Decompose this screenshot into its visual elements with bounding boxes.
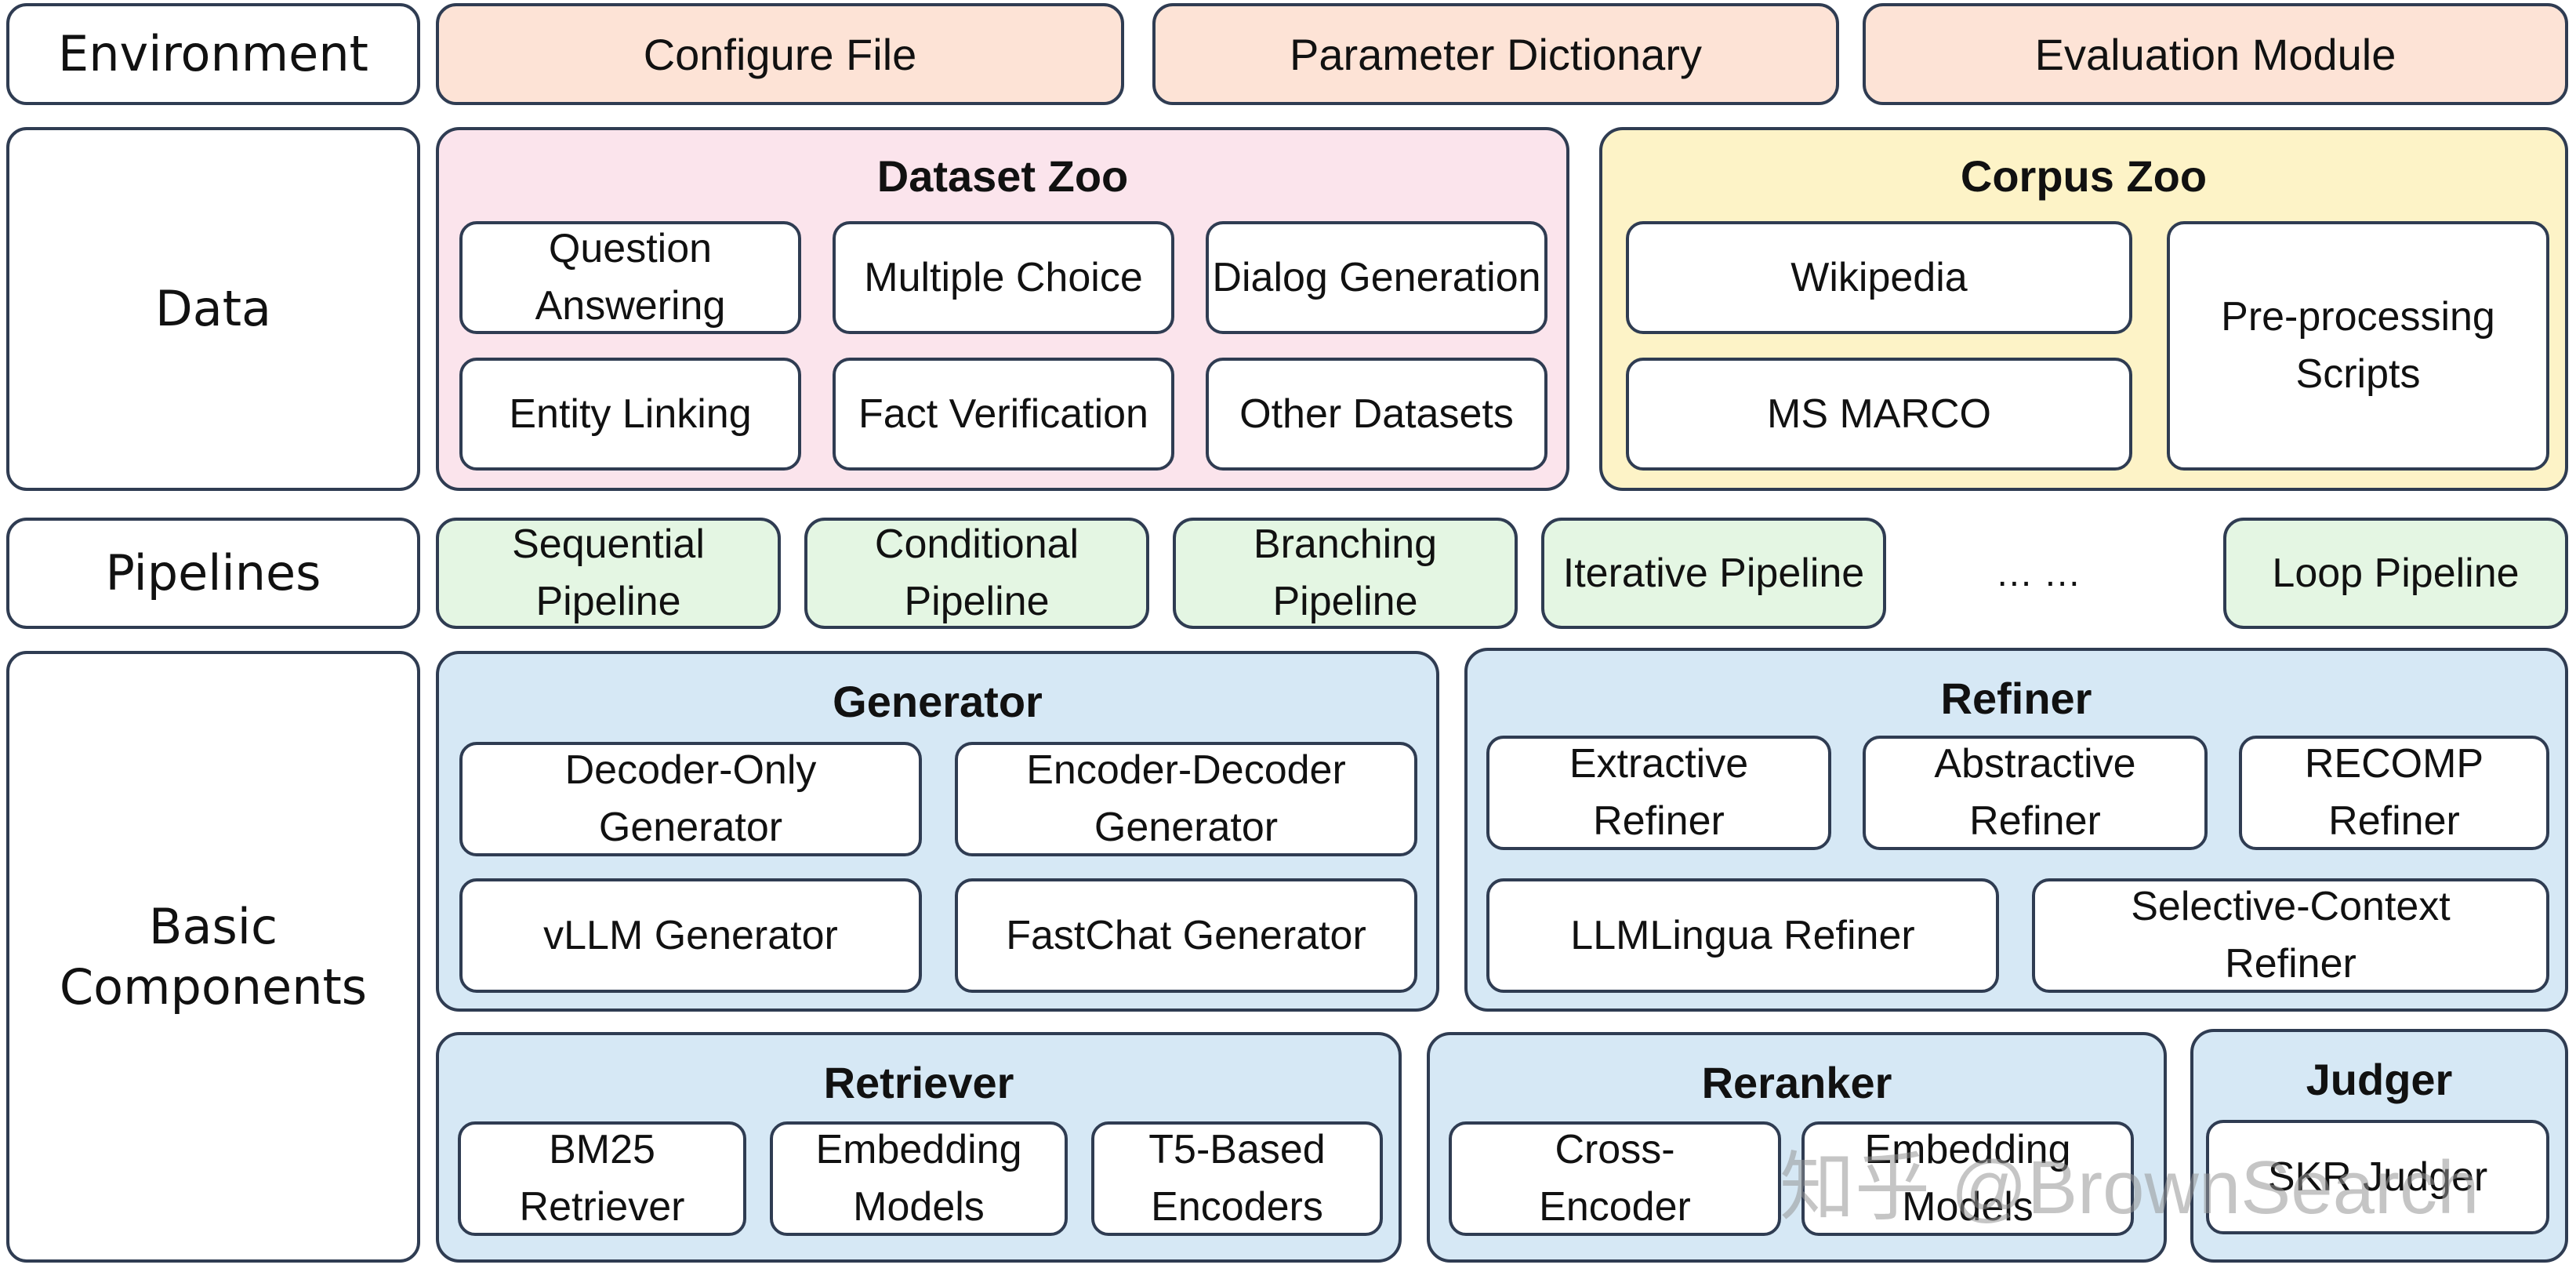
retriever-panel: Retriever BM25 Retriever Embedding Model…	[436, 1032, 1402, 1263]
retriever-t5-encoders: T5-Based Encoders	[1091, 1121, 1383, 1236]
refiner-panel: Refiner Extractive Refiner Abstractive R…	[1464, 648, 2568, 1012]
pipeline-iterative: Iterative Pipeline	[1541, 518, 1886, 629]
reranker-cross-encoder: Cross-Encoder	[1449, 1121, 1781, 1236]
pipeline-ellipsis: … …	[1995, 552, 2081, 594]
reranker-panel: Reranker Cross-Encoder Embedding Models	[1427, 1032, 2167, 1263]
evaluation-module-box: Evaluation Module	[1863, 3, 2568, 105]
judger-skr: SKR Judger	[2206, 1120, 2549, 1234]
dataset-fact-verification: Fact Verification	[833, 358, 1174, 471]
pipeline-sequential: Sequential Pipeline	[436, 518, 781, 629]
corpus-zoo-panel: Corpus Zoo Wikipedia MS MARCO Pre-proces…	[1599, 127, 2568, 491]
refiner-llmlingua: LLMLingua Refiner	[1486, 878, 1999, 993]
refiner-abstractive: Abstractive Refiner	[1863, 736, 2208, 850]
corpus-wikipedia: Wikipedia	[1626, 221, 2132, 334]
judger-panel: Judger SKR Judger	[2190, 1029, 2568, 1263]
retriever-title: Retriever	[823, 1058, 1014, 1107]
pipeline-conditional: Conditional Pipeline	[804, 518, 1149, 629]
pipeline-branching: Branching Pipeline	[1173, 518, 1518, 629]
refiner-selective-context: Selective-Context Refiner	[2032, 878, 2549, 993]
dataset-other-datasets: Other Datasets	[1206, 358, 1547, 471]
refiner-extractive: Extractive Refiner	[1486, 736, 1831, 850]
row-label-environment: Environment	[6, 3, 420, 105]
row-label-data: Data	[6, 127, 420, 491]
refiner-recomp: RECOMP Refiner	[2239, 736, 2549, 850]
corpus-ms-marco: MS MARCO	[1626, 358, 2132, 471]
dataset-zoo-title: Dataset Zoo	[876, 151, 1129, 201]
dataset-dialog-generation: Dialog Generation	[1206, 221, 1547, 334]
generator-fastchat: FastChat Generator	[955, 878, 1417, 993]
generator-panel: Generator Decoder-Only Generator Encoder…	[436, 651, 1439, 1012]
parameter-dictionary-box: Parameter Dictionary	[1152, 3, 1839, 105]
pipeline-loop: Loop Pipeline	[2223, 518, 2568, 629]
retriever-bm25: BM25 Retriever	[458, 1121, 746, 1236]
corpus-zoo-title: Corpus Zoo	[1960, 151, 2208, 201]
configure-file-box: Configure File	[436, 3, 1124, 105]
generator-decoder-only: Decoder-Only Generator	[459, 742, 922, 856]
dataset-question-answering: Question Answering	[459, 221, 801, 334]
dataset-zoo-panel: Dataset Zoo Question Answering Multiple …	[436, 127, 1569, 491]
refiner-title: Refiner	[1940, 674, 2092, 723]
judger-title: Judger	[2306, 1055, 2453, 1104]
reranker-embedding-models: Embedding Models	[1801, 1121, 2134, 1236]
reranker-title: Reranker	[1701, 1058, 1892, 1107]
dataset-multiple-choice: Multiple Choice	[833, 221, 1174, 334]
row-label-pipelines: Pipelines	[6, 518, 420, 629]
generator-vllm: vLLM Generator	[459, 878, 922, 993]
corpus-preprocessing-scripts: Pre-processing Scripts	[2167, 221, 2549, 471]
retriever-embedding-models: Embedding Models	[770, 1121, 1068, 1236]
row-label-basic-components: Basic Components	[6, 651, 420, 1263]
generator-title: Generator	[833, 677, 1043, 726]
dataset-entity-linking: Entity Linking	[459, 358, 801, 471]
generator-encoder-decoder: Encoder-Decoder Generator	[955, 742, 1417, 856]
